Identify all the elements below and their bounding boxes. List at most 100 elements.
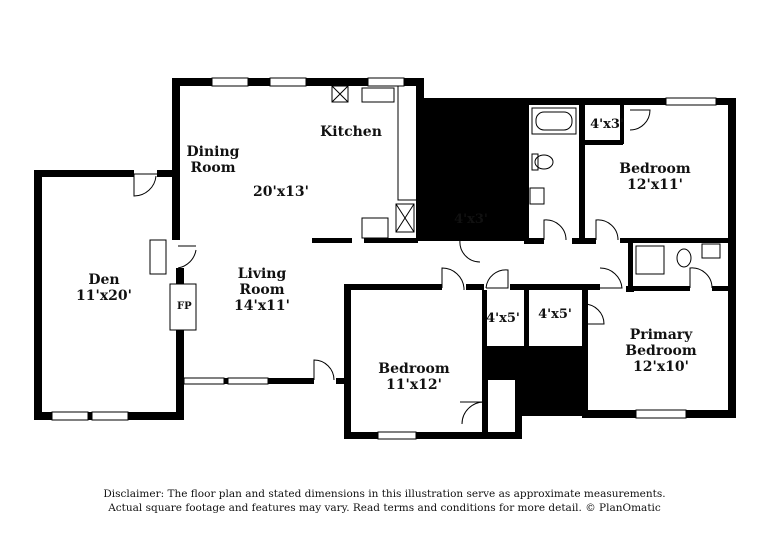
- bath-sink: [529, 187, 545, 205]
- closet-b-label: 4'x5': [538, 307, 572, 323]
- living-name-line2: Room: [239, 282, 285, 298]
- primary-name-line2: Bedroom: [625, 343, 697, 359]
- bathtub: [531, 107, 577, 135]
- hall-wall-south: [346, 284, 442, 290]
- ne-wall-east: [728, 98, 736, 418]
- closet-a-label: 4'x5': [486, 311, 520, 327]
- living-label: Living Room 14'x11': [234, 266, 290, 314]
- hall-wall-south-b: [466, 284, 484, 290]
- bath-wall-east: [579, 98, 585, 243]
- closet-black-left: [482, 346, 488, 432]
- door-swing: [583, 303, 605, 325]
- window: [91, 411, 129, 421]
- bath-wall-west: [524, 98, 529, 243]
- closet-b-dims: 4'x5': [538, 307, 572, 322]
- bath-sink: [701, 243, 721, 259]
- dining-label: Dining Room: [187, 144, 240, 176]
- disclaimer: Disclaimer: The floor plan and stated di…: [0, 487, 769, 515]
- door-swing: [485, 269, 509, 289]
- utility-block-top: [416, 78, 424, 100]
- door-swing: [599, 267, 623, 289]
- main-wall-west-bottom: [176, 330, 184, 420]
- fireplace-label: FP: [177, 301, 192, 312]
- dining-name-line1: Dining: [186, 144, 240, 160]
- bedroom-s-dims: 11'x12': [386, 377, 442, 393]
- den-wall-north: [34, 170, 134, 177]
- primary-wall-west: [582, 290, 588, 418]
- den-name: Den: [88, 272, 120, 288]
- door-swing: [595, 219, 619, 241]
- toilet-tank: [531, 153, 539, 171]
- bath-wall-south-b: [572, 238, 596, 244]
- ne-wall-north: [580, 98, 735, 105]
- disclaimer-line2: Actual square footage and features may v…: [108, 502, 661, 514]
- kitchen-range: [331, 85, 349, 103]
- kitchen-sink: [361, 87, 395, 103]
- window: [635, 409, 687, 419]
- closet-a-dims: 4'x5': [486, 311, 520, 326]
- window: [377, 431, 417, 440]
- ne-wall-south: [620, 238, 735, 243]
- door-swing: [460, 401, 485, 425]
- window: [183, 377, 225, 385]
- window: [51, 411, 89, 421]
- hall-closet-label: 4'x3': [454, 212, 488, 228]
- kitchen-range-x: [331, 85, 349, 103]
- hall-wall-south-c: [510, 284, 600, 290]
- window: [367, 77, 405, 87]
- door-swing: [441, 267, 465, 290]
- den-label: Den 11'x20': [76, 272, 132, 304]
- primary-bath-wall-south-b: [712, 286, 732, 291]
- shower: [635, 245, 665, 275]
- bath-wall-north: [524, 98, 586, 105]
- bedroom-s-label: Bedroom 11'x12': [378, 361, 449, 393]
- sb-wall-west: [344, 284, 351, 439]
- closet-divider-a: [482, 290, 487, 348]
- door-swing: [313, 359, 335, 381]
- bath-closet-dims: 4'x3': [590, 117, 624, 132]
- living-name-line1: Living: [237, 266, 287, 282]
- bedroom-ne-dims: 12'x11': [627, 177, 683, 193]
- disclaimer-line1: Disclaimer: The floor plan and stated di…: [103, 488, 666, 500]
- living-wall-south-b: [336, 378, 346, 384]
- dishwasher-x: [395, 203, 415, 233]
- closet-4x3-wall: [583, 140, 623, 145]
- primary-bath-wall-west: [628, 240, 633, 290]
- kitchen-label: Kitchen: [320, 124, 382, 140]
- kitchen-counter: [397, 86, 416, 201]
- bedroom-ne-label: Bedroom 12'x11': [619, 161, 690, 193]
- closet-4x3-wall-east: [620, 102, 624, 144]
- den-wall-west: [34, 170, 42, 420]
- bedroom-s-name: Bedroom: [378, 361, 450, 377]
- hall-closet-dims: 4'x3': [454, 212, 488, 227]
- main-wall-west: [172, 78, 180, 240]
- bath-wall-south: [524, 238, 544, 244]
- sb-wall-south: [344, 432, 522, 439]
- kitchen-wall-south-b: [364, 238, 418, 243]
- door-swing: [133, 173, 157, 197]
- kitchen-name: Kitchen: [320, 124, 382, 140]
- door-swing: [177, 245, 197, 269]
- primary-name-line1: Primary: [629, 327, 693, 343]
- door-swing: [629, 109, 651, 131]
- toilet: [534, 154, 554, 170]
- utility-block: [416, 98, 528, 241]
- window: [227, 377, 269, 385]
- kitchen-dims: 20'x13': [253, 184, 309, 200]
- primary-label: Primary Bedroom 12'x10': [625, 327, 696, 375]
- door-swing: [689, 267, 713, 289]
- window: [211, 77, 249, 87]
- den-wall-north-east: [157, 170, 175, 177]
- window: [665, 97, 717, 106]
- den-appliance: [149, 239, 167, 275]
- fridge: [361, 217, 389, 239]
- fireplace: [169, 283, 197, 331]
- primary-dims: 12'x10': [633, 359, 689, 375]
- door-swing: [543, 219, 567, 241]
- den-dims: 11'x20': [76, 288, 132, 304]
- window: [269, 77, 307, 87]
- bedroom-ne-name: Bedroom: [619, 161, 691, 177]
- kitchen-dims-label: 20'x13': [253, 184, 309, 200]
- dining-name-line2: Room: [190, 160, 236, 176]
